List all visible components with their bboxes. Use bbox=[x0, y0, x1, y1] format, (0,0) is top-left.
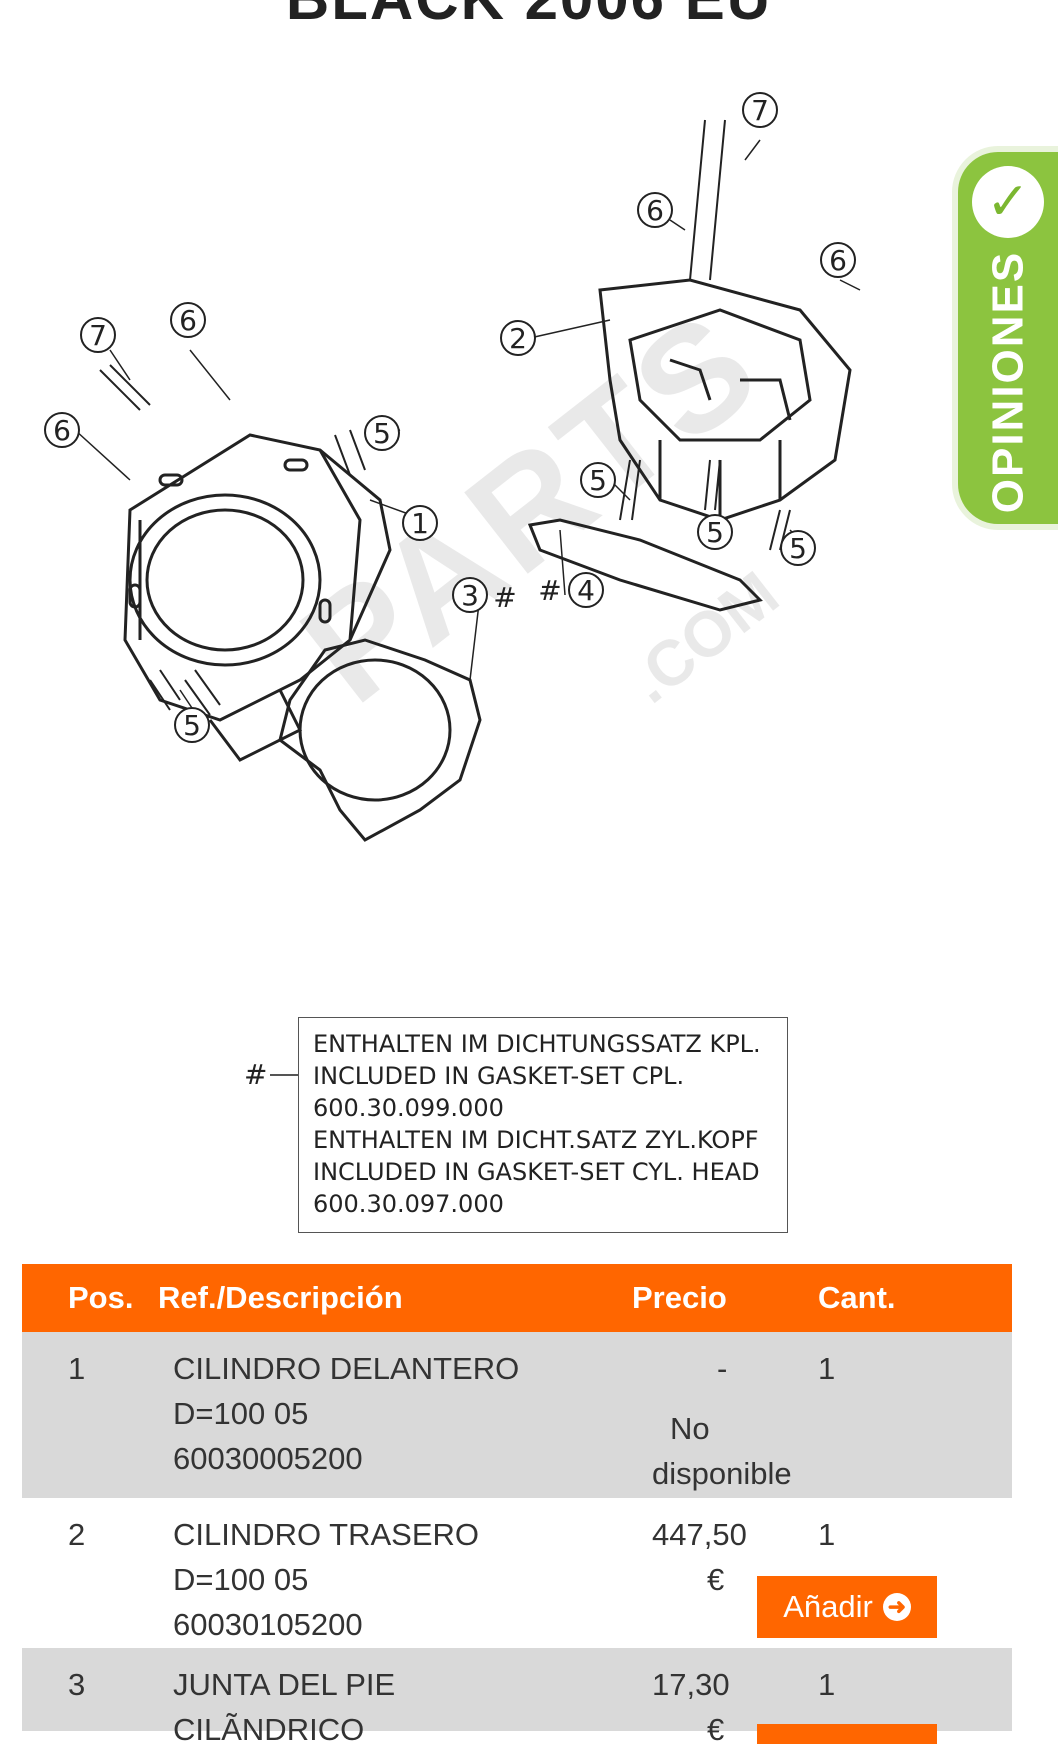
svg-text:5: 5 bbox=[706, 516, 724, 549]
header-ref: Ref./Descripción bbox=[158, 1280, 403, 1315]
svg-text:5: 5 bbox=[373, 417, 391, 450]
row-price-currency: € bbox=[707, 1562, 725, 1597]
parts-diagram: PARTS .COM bbox=[20, 80, 960, 1250]
svg-text:7: 7 bbox=[89, 319, 107, 352]
row-price: 17,30 bbox=[652, 1667, 730, 1702]
row-desc: CILINDRO DELANTERO bbox=[173, 1351, 520, 1386]
table-row: 2 CILINDRO TRASERO D=100 05 60030105200 … bbox=[22, 1498, 1012, 1648]
legend-line: ENTHALTEN IM DICHT.SATZ ZYL.KOPF bbox=[313, 1126, 759, 1154]
row-desc: D=100 05 bbox=[173, 1396, 309, 1431]
svg-text:2: 2 bbox=[509, 322, 527, 355]
row-ref: 60030005200 bbox=[173, 1441, 363, 1476]
row-qty: 1 bbox=[818, 1351, 836, 1386]
svg-text:3: 3 bbox=[461, 579, 479, 612]
svg-text:6: 6 bbox=[179, 304, 197, 337]
callout-7-top: 7 bbox=[751, 94, 769, 127]
header-qty: Cant. bbox=[818, 1280, 896, 1315]
add-button-label: Añadir bbox=[783, 1589, 873, 1624]
svg-text:5: 5 bbox=[589, 464, 607, 497]
row-price: 447,50 bbox=[652, 1517, 747, 1552]
svg-text:5: 5 bbox=[183, 709, 201, 742]
check-badge-icon: ✓ bbox=[972, 166, 1044, 238]
legend-line: 600.30.099.000 bbox=[313, 1094, 504, 1122]
svg-text:#: # bbox=[493, 581, 516, 614]
legend-line: INCLUDED IN GASKET-SET CPL. bbox=[313, 1062, 685, 1090]
svg-text:6: 6 bbox=[53, 414, 71, 447]
arrow-right-circle-icon: ➜ bbox=[882, 1593, 911, 1621]
legend-connector bbox=[270, 1074, 298, 1076]
row-availability: disponible bbox=[652, 1456, 792, 1491]
row-availability: No bbox=[670, 1411, 710, 1446]
page-title: BLACK 2006 EU bbox=[0, 0, 1058, 34]
row-price: - bbox=[717, 1351, 728, 1386]
svg-text:5: 5 bbox=[789, 532, 807, 565]
row-price-currency: € bbox=[707, 1712, 725, 1747]
svg-text:6: 6 bbox=[829, 244, 847, 277]
legend-line: INCLUDED IN GASKET-SET CYL. HEAD bbox=[313, 1158, 760, 1186]
svg-text:#: # bbox=[538, 574, 561, 607]
svg-text:4: 4 bbox=[577, 574, 595, 607]
table-row: 1 CILINDRO DELANTERO D=100 05 6003000520… bbox=[22, 1332, 1012, 1498]
opiniones-label: OPINIONES bbox=[983, 250, 1032, 514]
header-price: Precio bbox=[632, 1280, 727, 1315]
row-desc: CILINDRO TRASERO bbox=[173, 1517, 480, 1552]
legend-line: 600.30.097.000 bbox=[313, 1190, 504, 1218]
row-pos: 2 bbox=[68, 1517, 86, 1552]
add-to-cart-button[interactable]: Añadir ➜ bbox=[757, 1576, 937, 1638]
svg-text:1: 1 bbox=[411, 507, 429, 540]
row-qty: 1 bbox=[818, 1517, 836, 1552]
row-qty: 1 bbox=[818, 1667, 836, 1702]
row-desc: D=100 05 bbox=[173, 1562, 309, 1597]
row-desc: CILÃNDRICO bbox=[173, 1712, 365, 1747]
table-row: 3 JUNTA DEL PIE CILÃNDRICO 17,30 € 1 bbox=[22, 1648, 1012, 1747]
exploded-view-drawing: 7 6 6 2 7 6 6 5 1 5 5 5 3 # # bbox=[44, 92, 861, 842]
row-pos: 1 bbox=[68, 1351, 86, 1386]
legend-hash-symbol: # bbox=[244, 1058, 268, 1091]
parts-table-header: Pos. Ref./Descripción Precio Cant. bbox=[22, 1264, 1012, 1332]
row-ref: 60030105200 bbox=[173, 1607, 363, 1642]
gasket-legend-box: ENTHALTEN IM DICHTUNGSSATZ KPL. INCLUDED… bbox=[298, 1017, 788, 1233]
header-pos: Pos. bbox=[68, 1280, 134, 1315]
legend-line: ENTHALTEN IM DICHTUNGSSATZ KPL. bbox=[313, 1030, 761, 1058]
svg-text:6: 6 bbox=[646, 194, 664, 227]
row-desc: JUNTA DEL PIE bbox=[173, 1667, 396, 1702]
row-pos: 3 bbox=[68, 1667, 86, 1702]
add-to-cart-button-partial[interactable] bbox=[757, 1724, 937, 1744]
opiniones-side-tab[interactable]: ✓ OPINIONES bbox=[958, 152, 1058, 524]
